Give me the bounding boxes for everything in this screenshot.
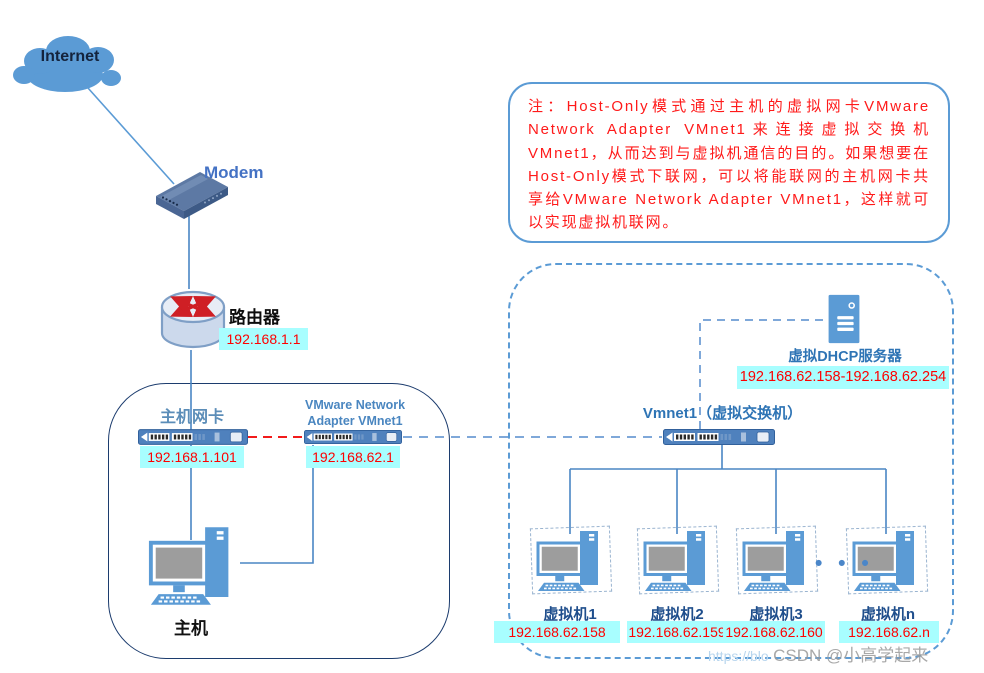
host-nic-icon xyxy=(138,429,248,445)
host-pc-label: 主机 xyxy=(174,619,208,638)
note-box: 注：Host-Only模式通过主机的虚拟网卡VMware Network Ada… xyxy=(508,82,950,243)
watermark: https://blo CSDN @小高学起来 xyxy=(708,641,984,666)
dhcp-range-badge: 192.168.62.158-192.168.62.254 xyxy=(737,366,949,389)
dhcp-server-icon xyxy=(826,293,862,345)
vm-label: 虚拟机1 xyxy=(543,606,597,623)
router-label: 路由器 xyxy=(229,308,280,327)
router-ip-badge: 192.168.1.1 xyxy=(219,328,308,350)
vm-ip-badge: 192.168.62.160 xyxy=(723,621,825,643)
note-text: 注：Host-Only模式通过主机的虚拟网卡VMware Network Ada… xyxy=(528,98,930,232)
virtual-network-boundary xyxy=(508,263,954,659)
vm-ip-badge: 192.168.62.158 xyxy=(494,621,620,643)
host-pc-icon xyxy=(147,523,240,609)
host-nic-ip-badge: 192.168.1.101 xyxy=(140,446,244,468)
vm-icon xyxy=(534,528,608,594)
router-icon xyxy=(158,286,228,354)
dhcp-server-label: 虚拟DHCP服务器 xyxy=(788,349,902,365)
vm-icon xyxy=(740,528,814,594)
host-nic-label: 主机网卡 xyxy=(159,409,224,426)
virtual-switch-label: Vmnet1（虚拟交换机） xyxy=(642,405,803,422)
vmnet-adapter-icon xyxy=(304,429,402,445)
modem-label: Modem xyxy=(204,163,264,182)
vm-ip-badge: 192.168.62.n xyxy=(839,621,939,643)
vm-label: 虚拟机n xyxy=(860,606,916,623)
host-boundary xyxy=(108,383,450,659)
vmnet-adapter-label: VMware Network Adapter VMnet1 xyxy=(304,398,406,428)
vm-icon xyxy=(641,528,715,594)
watermark-url: https://blo xyxy=(708,648,769,664)
vm-ip-badge: 192.168.62.159 xyxy=(627,621,727,643)
watermark-text: CSDN @小高学起来 xyxy=(773,646,929,665)
vm-label: 虚拟机2 xyxy=(650,606,704,623)
vmnet-adapter-ip-badge: 192.168.62.1 xyxy=(306,446,400,468)
internet-label: Internet xyxy=(40,48,100,65)
virtual-switch-icon xyxy=(663,429,775,445)
vm-label: 虚拟机3 xyxy=(749,606,803,623)
vm-ellipsis: • • • xyxy=(815,552,874,575)
